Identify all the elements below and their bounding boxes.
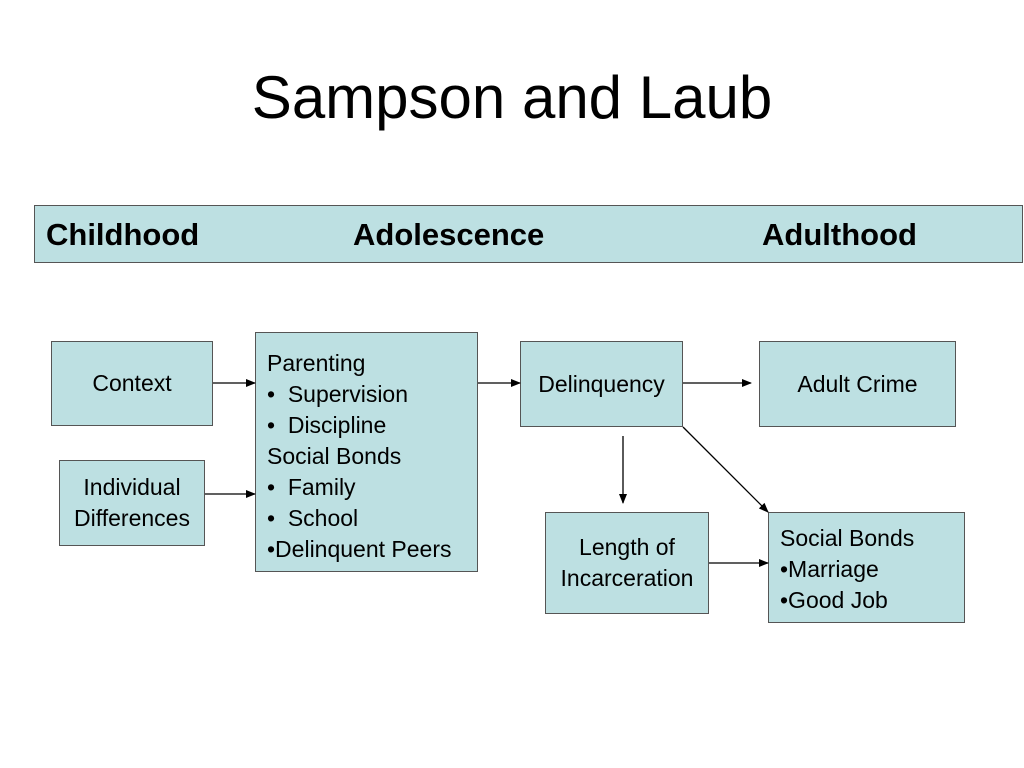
adult-crime-label: Adult Crime	[797, 370, 918, 397]
adult-social-bonds-line: Social Bonds	[780, 525, 915, 551]
individual-differences-box: Individual Differences	[59, 460, 205, 546]
delinquency-box: Delinquency	[520, 341, 683, 427]
adult-crime-box: Adult Crime	[759, 341, 956, 427]
stage-adolescence: Adolescence	[353, 217, 545, 252]
parenting-line: • Supervision	[267, 381, 409, 407]
adult-social-bonds-line: •Marriage	[780, 556, 879, 582]
parenting-line: • School	[267, 505, 359, 531]
incarceration-box: Length of Incarceration	[545, 512, 709, 614]
arrow-delinquency-to-social-bonds	[682, 426, 769, 513]
context-box: Context	[51, 341, 213, 426]
parenting-line: • Discipline	[267, 412, 387, 438]
adult-social-bonds-line: •Good Job	[780, 587, 888, 613]
stage-adulthood: Adulthood	[762, 217, 917, 252]
parenting-social-bonds-box: Parenting • Supervision • Discipline Soc…	[255, 332, 478, 572]
parenting-line: Parenting	[267, 350, 366, 376]
adult-social-bonds-box: Social Bonds •Marriage •Good Job	[768, 512, 965, 623]
stage-childhood: Childhood	[46, 217, 200, 252]
context-label: Context	[92, 370, 172, 396]
incarceration-line: Incarceration	[560, 565, 694, 591]
parenting-line: • Family	[267, 474, 356, 500]
parenting-line: •Delinquent Peers	[267, 536, 452, 562]
slide-title: Sampson and Laub	[251, 64, 773, 131]
parenting-line: Social Bonds	[267, 443, 402, 469]
individual-differences-line: Differences	[74, 505, 190, 531]
incarceration-line: Length of	[579, 534, 675, 560]
individual-differences-line: Individual	[83, 474, 181, 500]
life-stage-band: Childhood Adolescence Adulthood	[34, 205, 1023, 263]
delinquency-label: Delinquency	[538, 370, 665, 397]
